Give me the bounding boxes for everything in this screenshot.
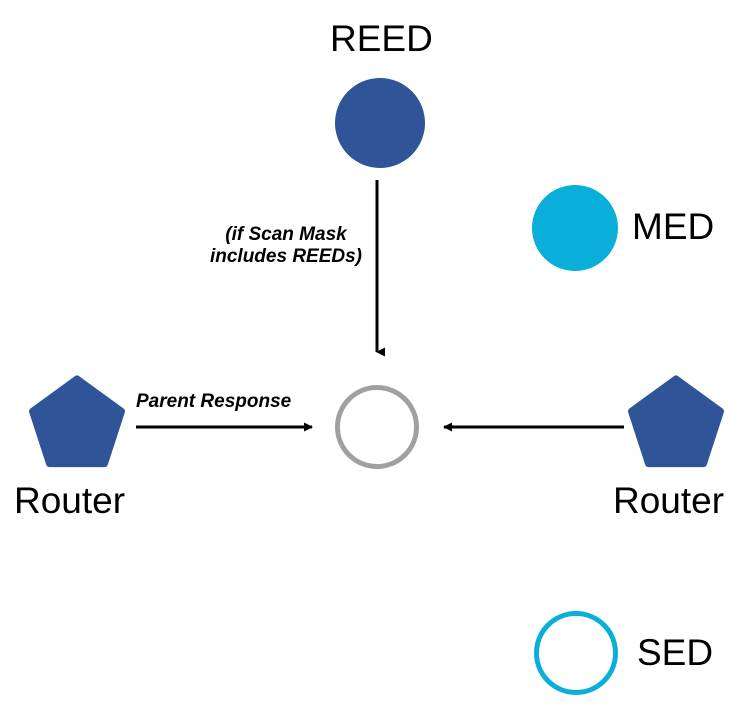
sed-node-label: SED [637, 632, 714, 673]
edge-label-parent-response: Parent Response [136, 391, 292, 412]
med-node-label: MED [632, 206, 715, 247]
edge-label-scan-mask-line1: (if Scan Mask [225, 224, 347, 245]
reed-node-label: REED [330, 18, 433, 59]
router-right-node-label: Router [613, 480, 725, 521]
edge-label-scan-mask: (if Scan Mask includes REEDs) [196, 224, 376, 269]
router-right-node-pentagon [628, 375, 724, 468]
edge-label-scan-mask-line2: includes REEDs) [209, 246, 363, 268]
sed-node-circle [534, 611, 618, 695]
router-left-node-pentagon [29, 375, 125, 468]
reed-node-circle [335, 78, 425, 168]
med-node-circle [532, 185, 618, 271]
center-sed-node-circle [335, 385, 419, 469]
router-left-node-label: Router [14, 480, 126, 521]
